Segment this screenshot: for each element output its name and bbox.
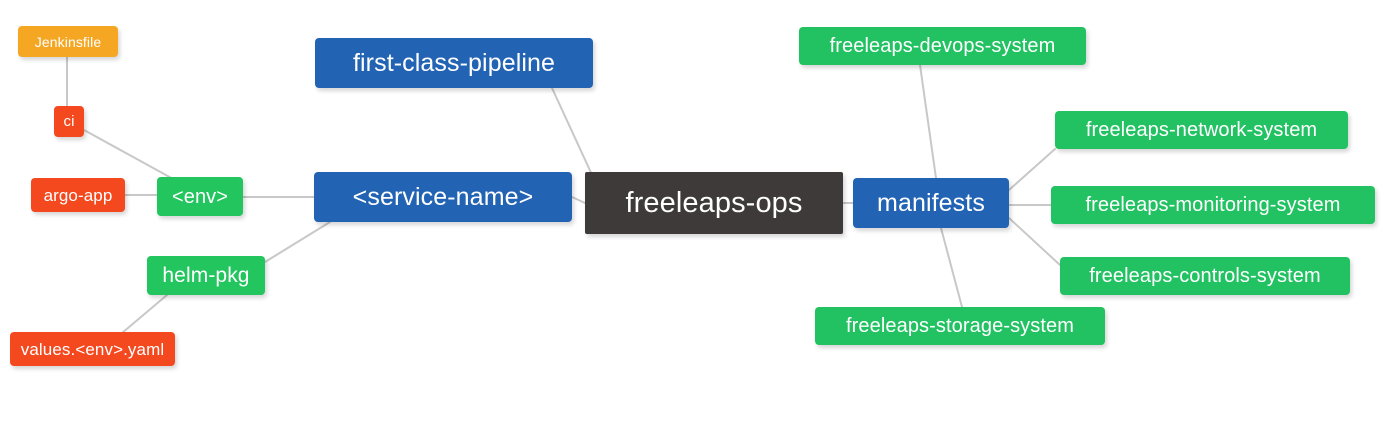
node-jenkinsfile[interactable]: Jenkinsfile — [18, 26, 118, 57]
node-manifests[interactable]: manifests — [853, 178, 1009, 228]
edge-manifests-to-freeleaps-storage-system — [940, 227, 963, 308]
node-freeleaps-devops-system[interactable]: freeleaps-devops-system — [799, 27, 1086, 65]
node-freeleaps-network-system[interactable]: freeleaps-network-system — [1055, 111, 1348, 149]
node-root[interactable]: freeleaps-ops — [585, 172, 843, 234]
node-ci[interactable]: ci — [54, 106, 84, 137]
node-argo-app[interactable]: argo-app — [31, 178, 125, 212]
node-service-name[interactable]: <service-name> — [314, 172, 572, 222]
edge-helm-pkg-to-values-yaml — [121, 294, 168, 334]
node-freeleaps-storage-system[interactable]: freeleaps-storage-system — [815, 307, 1105, 345]
node-freeleaps-monitoring-system[interactable]: freeleaps-monitoring-system — [1051, 186, 1375, 224]
node-first-class-pipeline[interactable]: first-class-pipeline — [315, 38, 593, 88]
edge-env-to-ci — [83, 129, 176, 181]
edge-manifests-to-freeleaps-controls-system — [1008, 217, 1061, 266]
edge-root-to-service-name — [571, 196, 586, 204]
node-helm-pkg[interactable]: helm-pkg — [147, 256, 265, 295]
node-values-yaml[interactable]: values.<env>.yaml — [10, 332, 175, 366]
edge-root-to-first-class-pipeline — [551, 87, 594, 178]
node-env[interactable]: <env> — [157, 177, 243, 216]
edge-service-name-to-helm-pkg — [264, 221, 331, 263]
node-freeleaps-controls-system[interactable]: freeleaps-controls-system — [1060, 257, 1350, 295]
edge-manifests-to-freeleaps-devops-system — [919, 64, 937, 179]
edge-manifests-to-freeleaps-network-system — [1008, 148, 1056, 191]
